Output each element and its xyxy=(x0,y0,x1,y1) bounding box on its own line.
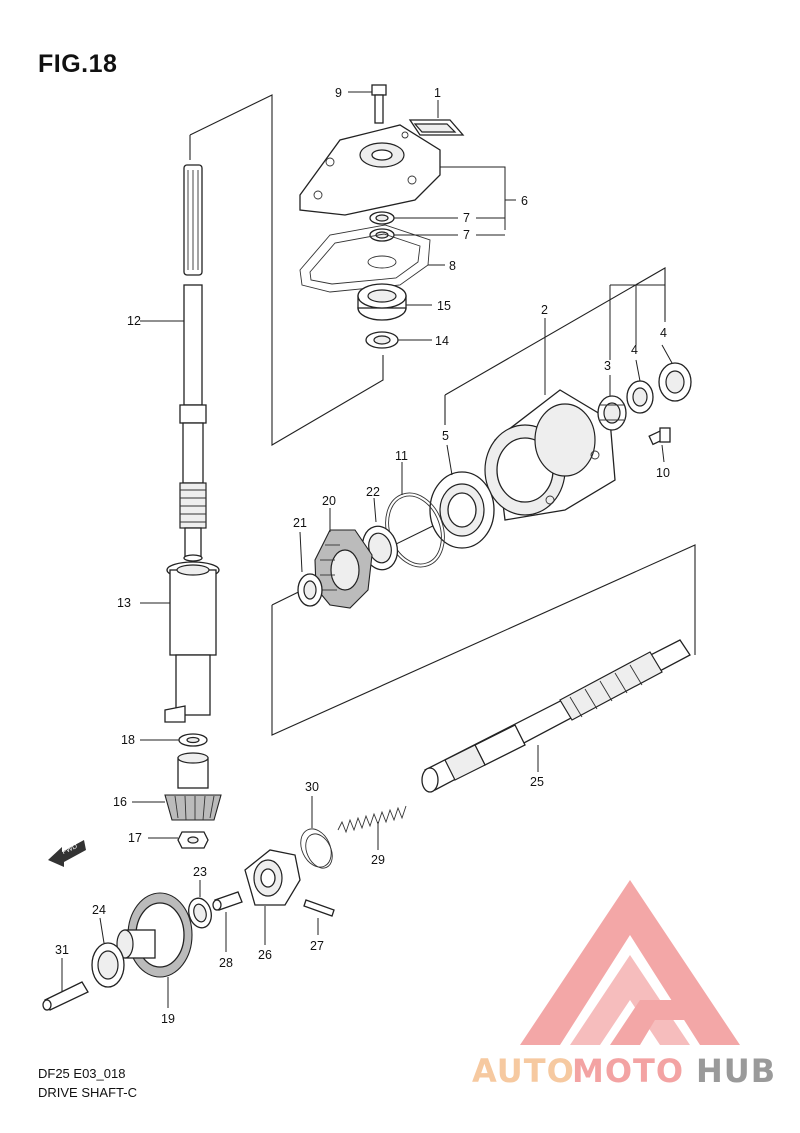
part-22-shim xyxy=(361,525,399,571)
watermark-text-hub: HUB xyxy=(696,1052,776,1090)
callout-7b: 7 xyxy=(463,228,470,242)
part-4-oil-seal-a xyxy=(626,380,654,414)
callout-10: 10 xyxy=(656,466,670,480)
part-23-shim xyxy=(188,897,212,929)
callout-29: 29 xyxy=(371,853,385,867)
callout-1: 1 xyxy=(434,86,441,100)
part-5-bearing xyxy=(429,471,495,549)
assembly-frame-upper xyxy=(189,94,384,446)
callout-7a: 7 xyxy=(463,211,470,225)
callout-labels: 1 2 3 4 4 5 6 7 7 8 9 10 11 12 13 14 15 … xyxy=(55,86,670,1026)
callout-4a: 4 xyxy=(631,343,638,357)
part-27-pin xyxy=(303,899,335,917)
callout-22: 22 xyxy=(366,485,380,499)
figure-code: DF25 E03_018 xyxy=(38,1066,126,1081)
callout-15: 15 xyxy=(437,299,451,313)
part-17-nut xyxy=(177,831,209,849)
part-1-grommet xyxy=(408,119,465,136)
callout-5: 5 xyxy=(442,429,449,443)
part-13-shaft-sleeve xyxy=(164,561,220,723)
part-2-bearing-housing xyxy=(484,389,616,521)
figure-subtitle: DRIVE SHAFT-C xyxy=(38,1085,137,1100)
callout-19: 19 xyxy=(161,1012,175,1026)
part-21-washer xyxy=(297,573,323,607)
part-4-oil-seal-b xyxy=(658,362,692,402)
callout-12: 12 xyxy=(127,314,141,328)
callout-8: 8 xyxy=(449,259,456,273)
callout-18: 18 xyxy=(121,733,135,747)
part-10-bolt xyxy=(648,427,671,446)
part-30-spring-clip xyxy=(300,828,333,869)
callout-28: 28 xyxy=(219,956,233,970)
watermark-wordmark: AUTO MOTO HUB xyxy=(472,1052,776,1090)
callout-9: 9 xyxy=(335,86,342,100)
callout-20: 20 xyxy=(322,494,336,508)
watermark-text-moto: MOTO xyxy=(572,1052,684,1090)
callout-21: 21 xyxy=(293,516,307,530)
callout-16: 16 xyxy=(113,795,127,809)
part-12-drive-shaft xyxy=(179,164,207,562)
part-28-push-rod xyxy=(212,891,243,911)
callout-23: 23 xyxy=(193,865,207,879)
part-20-forward-gear xyxy=(314,529,373,609)
part-7-oil-seal-lower xyxy=(369,228,395,242)
callout-13: 13 xyxy=(117,596,131,610)
figure-title: FIG.18 xyxy=(38,50,118,78)
part-15-bearing xyxy=(357,283,407,321)
callout-4b: 4 xyxy=(660,326,667,340)
part-26-clutch-dog xyxy=(244,849,301,906)
callout-2: 2 xyxy=(541,303,548,317)
watermark-text-auto: AUTO xyxy=(472,1052,575,1090)
part-31-pin xyxy=(42,981,89,1011)
callout-3: 3 xyxy=(604,359,611,373)
part-6-pump-case xyxy=(299,124,441,216)
part-24-washer xyxy=(91,942,125,988)
leader-lines xyxy=(61,91,673,1008)
callout-11: 11 xyxy=(395,449,408,463)
part-16-pinion-gear xyxy=(164,752,222,821)
fwd-arrow-icon: FWD xyxy=(48,840,86,867)
part-29-spring xyxy=(337,805,407,834)
callout-26: 26 xyxy=(258,948,272,962)
callout-27: 27 xyxy=(310,939,324,953)
callout-24: 24 xyxy=(92,903,106,917)
part-19-reverse-gear xyxy=(116,892,193,978)
callout-30: 30 xyxy=(305,780,319,794)
part-14-collar xyxy=(365,331,399,349)
callout-25: 25 xyxy=(530,775,544,789)
callout-14: 14 xyxy=(435,334,449,348)
part-9-bolt xyxy=(371,84,387,124)
part-18-washer xyxy=(178,733,208,747)
part-25-propeller-shaft xyxy=(421,639,691,793)
callout-31: 31 xyxy=(55,943,69,957)
part-3-needle-bearing xyxy=(597,395,627,431)
part-7-oil-seal-upper xyxy=(369,211,395,225)
callout-17: 17 xyxy=(128,831,142,845)
watermark-logo xyxy=(520,880,740,1045)
callout-6: 6 xyxy=(521,194,528,208)
